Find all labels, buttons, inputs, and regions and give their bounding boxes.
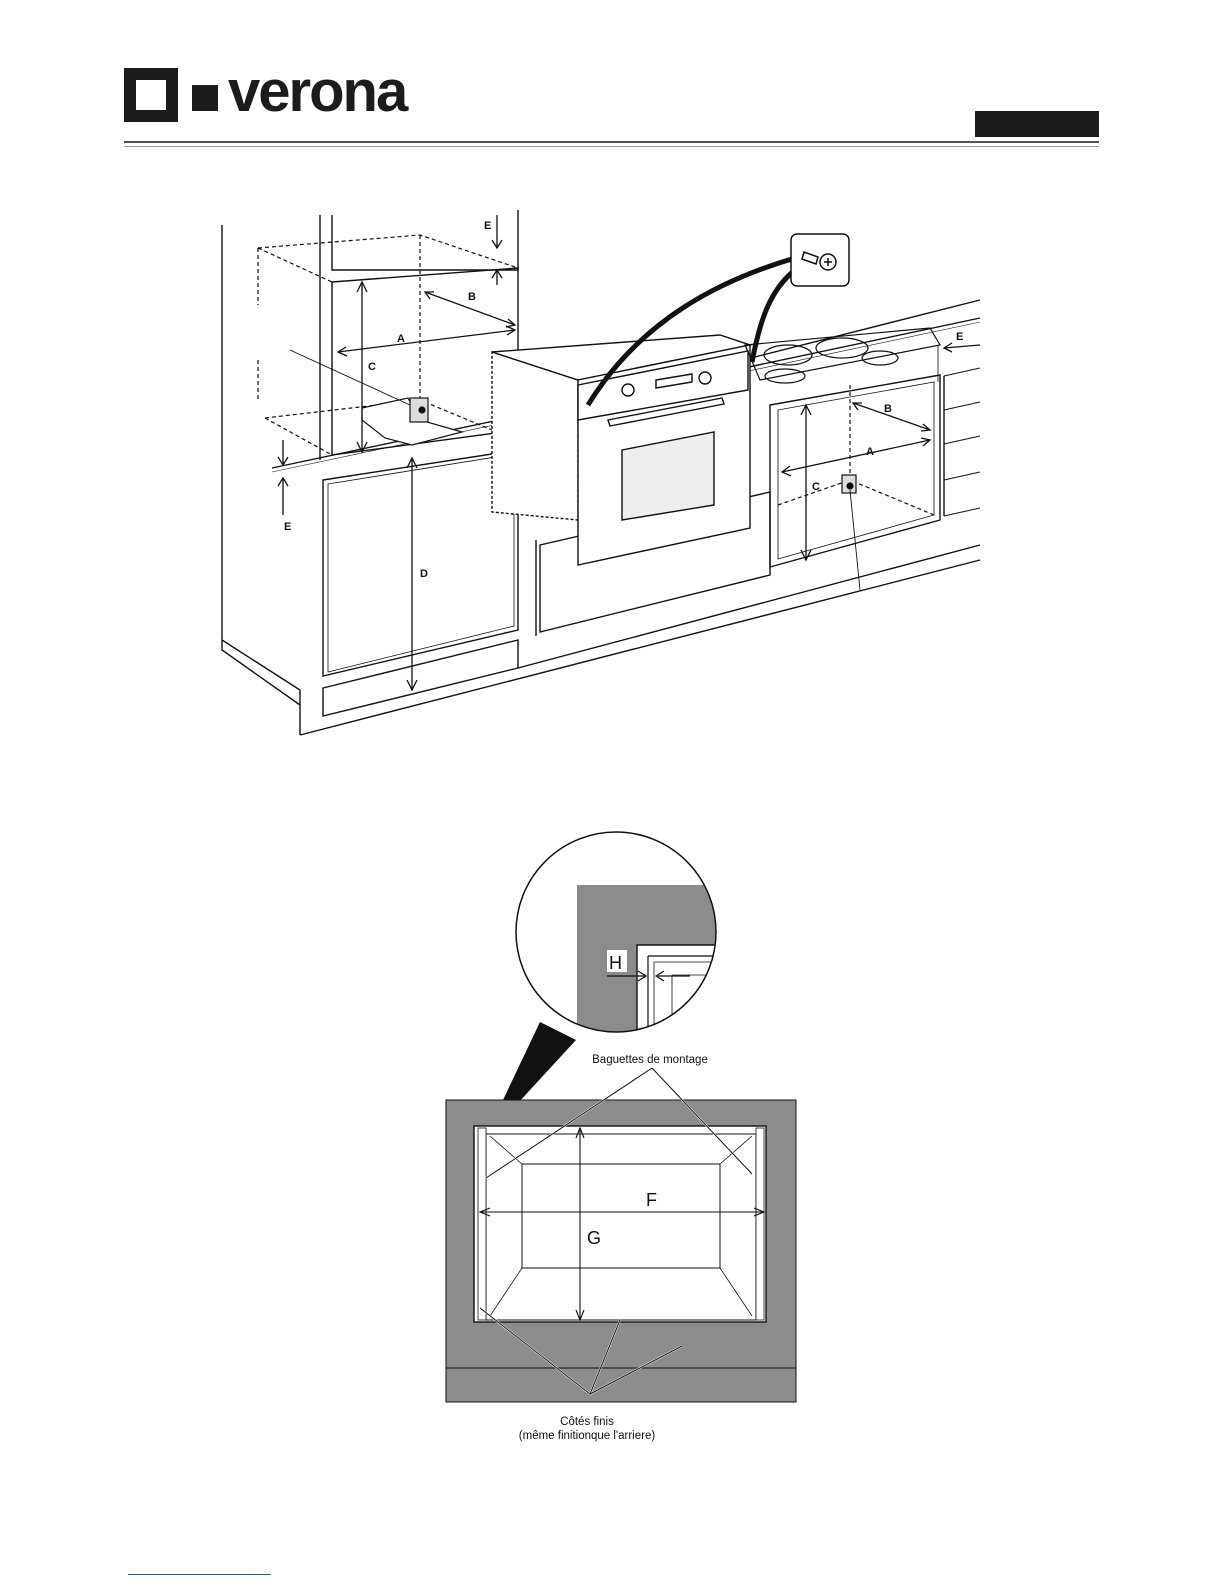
label-e-top: E bbox=[484, 220, 491, 232]
label-d: D bbox=[420, 568, 428, 580]
screw-callout bbox=[791, 234, 849, 286]
label-h: H bbox=[609, 953, 622, 973]
upper-cabinet bbox=[332, 210, 518, 270]
lower-cabinet-door bbox=[323, 450, 518, 676]
label-a-left: A bbox=[397, 333, 405, 345]
label-c-left: C bbox=[368, 361, 376, 373]
callout-finished-sides: Côtés finis bbox=[560, 1416, 614, 1428]
detail-magnifier: H bbox=[500, 820, 740, 1060]
label-e-right: E bbox=[956, 331, 963, 343]
label-f: F bbox=[646, 1190, 657, 1210]
label-c-right: C bbox=[812, 481, 820, 493]
label-b-left: B bbox=[468, 291, 476, 303]
label-b-right: B bbox=[884, 403, 892, 415]
callout-mounting-strips: Baguettes de montage bbox=[592, 1054, 708, 1066]
label-e-left: E bbox=[284, 521, 291, 533]
label-g: G bbox=[587, 1228, 601, 1248]
label-a-right: A bbox=[866, 446, 874, 458]
callout-finished-sides-note: (même finitionque l'arriere) bbox=[519, 1430, 656, 1442]
oven-body bbox=[492, 335, 750, 565]
installation-diagram: C A B D E E C A B E bbox=[0, 0, 1225, 760]
footer-link-underline bbox=[128, 1574, 271, 1575]
cooktop bbox=[745, 328, 940, 383]
cabinet-front-panel bbox=[446, 1100, 796, 1402]
front-view-diagram: H F G Baguettes de montage Côtés finis bbox=[0, 820, 1225, 1460]
